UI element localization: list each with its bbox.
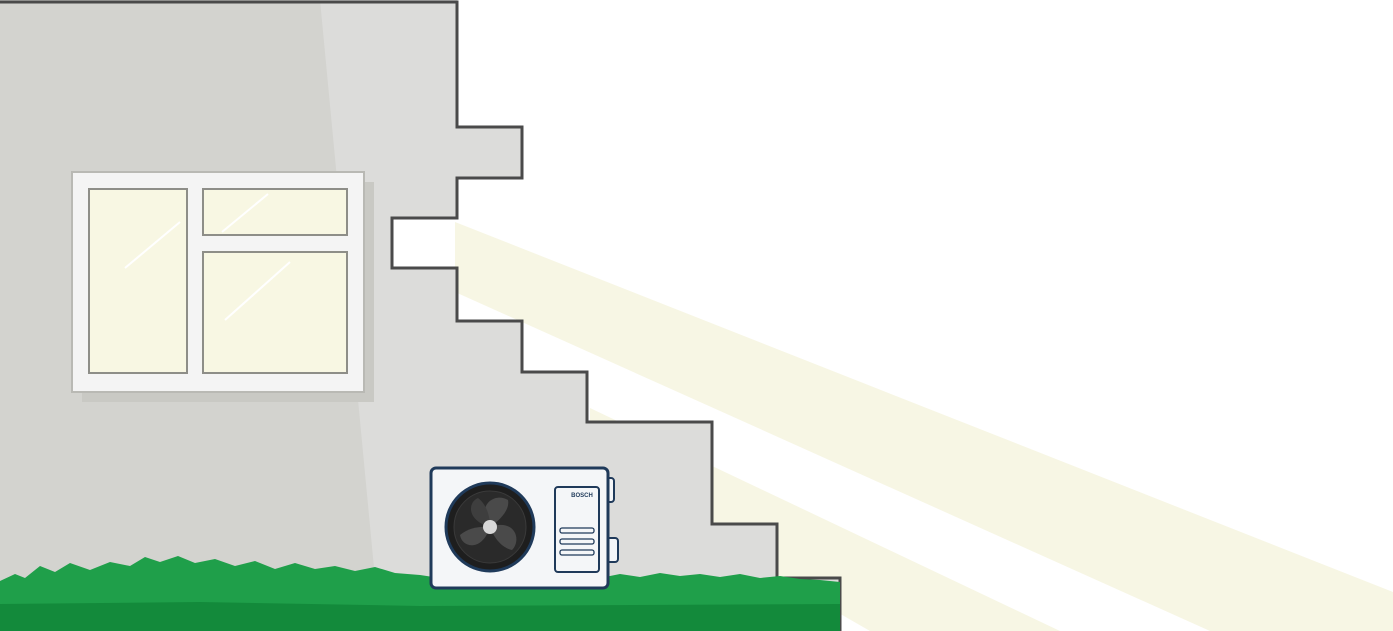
window-pane-left xyxy=(88,188,188,374)
sun-ray-upper xyxy=(455,222,1393,631)
brand-logo: BOSCH xyxy=(571,493,593,499)
glass-reflection xyxy=(124,221,181,269)
fan-icon xyxy=(453,490,527,564)
glass-reflection xyxy=(221,193,269,233)
service-panel xyxy=(554,486,600,573)
grass xyxy=(0,556,840,631)
fan-hub xyxy=(483,520,497,534)
grille-lines-icon xyxy=(559,527,595,556)
window xyxy=(71,171,374,402)
glass-reflection xyxy=(224,261,291,321)
grass-shadow xyxy=(0,602,840,631)
window-pane-bottom-right xyxy=(202,251,348,374)
window-pane-top-right xyxy=(202,188,348,236)
wall-outline xyxy=(0,0,842,631)
heat-pump-unit: BOSCH xyxy=(429,466,619,590)
